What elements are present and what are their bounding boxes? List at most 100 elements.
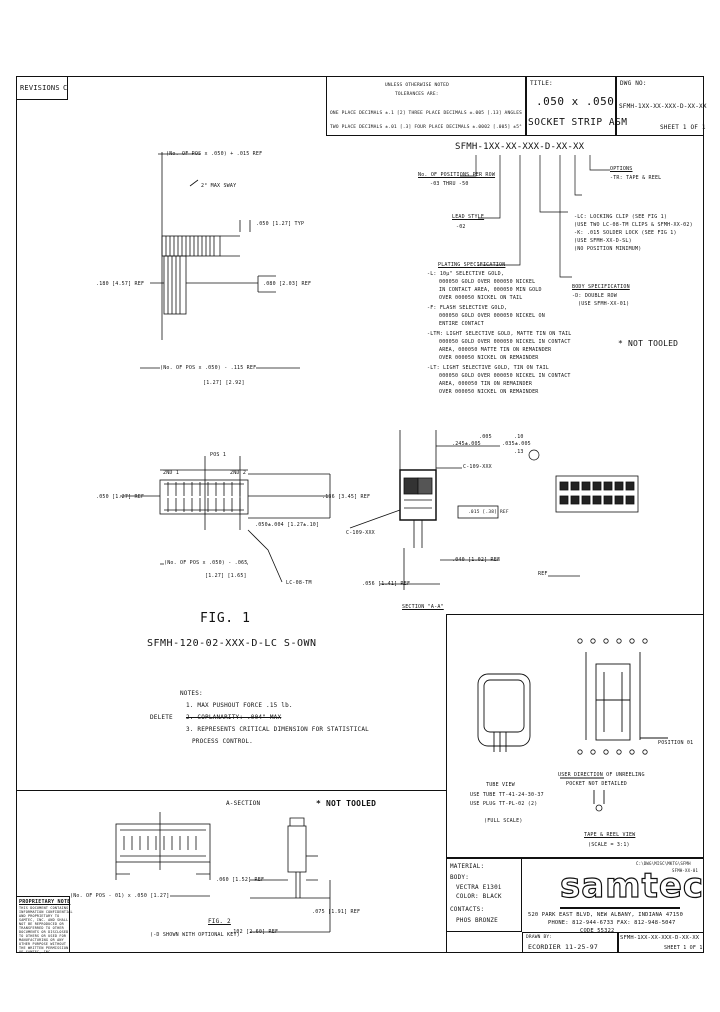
side-dim-bottom-mm: [1.27] [2.92] <box>203 380 245 386</box>
section-dim-bottom: .056 [1.41] REF <box>362 581 411 587</box>
note-1: 1. MAX PUSHOUT FORCE .15 lb. <box>186 702 293 709</box>
part-number-code: SFMH-1XX-XX-XXX-D-XX-XX <box>455 142 585 152</box>
tube-view-label: TUBE VIEW <box>486 782 515 788</box>
fig2-title: FIG. 2 <box>208 918 231 925</box>
side-dim-bottom: (No. OF POS x .050) - .115 REF <box>160 365 257 372</box>
fig2-dim-r3: .102 [2.60] REF <box>230 929 279 935</box>
top-label-1: 2ND 1 <box>163 470 180 476</box>
top-dim-bottom2-mm: [1.27] [1.65] <box>205 573 247 579</box>
not-tooled-note: * NOT TOOLED <box>618 339 679 348</box>
option-1: -LC: LOCKING CLIP (SEE FIG 1) <box>574 214 668 220</box>
tube-full-scale: (FULL SCALE) <box>484 818 523 824</box>
proprietary-line: TO OTHERS OR USED FOR <box>19 934 67 938</box>
plating-line: -L: 10μ" SELECTIVE GOLD, <box>427 271 505 277</box>
top-dim-bottom: .050±.004 [1.27±.10] <box>255 522 320 528</box>
material-col <box>446 858 522 932</box>
user-direction-label: USER DIRECTION OF UNREELING <box>558 772 645 778</box>
section-dim-5: .13 <box>514 449 524 455</box>
option-5: (NO POSITION MINIMUM) <box>574 246 642 252</box>
revisions-label: REVISIONS <box>20 84 60 92</box>
material-body-2: COLOR: BLACK <box>456 893 502 900</box>
section-pcb: .015 [.38] REF <box>468 510 509 515</box>
positions-range: -03 THRU -50 <box>430 181 469 187</box>
section-dim-1: .245±.005 <box>452 441 481 447</box>
fig2-dim-r2: .075 [1.91] REF <box>312 909 361 915</box>
plating-line: OVER 000050 NICKEL ON TAIL <box>439 295 523 301</box>
footer-dwg-box <box>618 932 704 953</box>
section-ref: REF <box>538 571 548 577</box>
tolerance-heading: UNLESS OTHERWISE NOTED <box>385 83 450 88</box>
title-line1: .050 x .050 <box>536 95 615 108</box>
material-body-1: VECTRA E130i <box>456 884 502 891</box>
proprietary-line: AND PROPRIETARY TO <box>19 914 60 918</box>
top-dim-bottom2: (No. OF POS x .050) - .065 <box>164 560 248 567</box>
tape-view-label: TAPE & REEL VIEW <box>584 832 636 838</box>
positions-label: No. OF POSITIONS PER ROW <box>418 172 496 178</box>
material-contacts: CONTACTS: <box>450 906 485 913</box>
plating-line: 000050 GOLD OVER 000050 NICKEL <box>439 279 536 285</box>
section-dim-2: .035±.005 <box>502 441 531 447</box>
title-line2: SOCKET STRIP ASM <box>528 117 628 128</box>
plating-line: ENTIRE CONTACT <box>439 321 484 327</box>
section-dim-3: .005 <box>479 434 492 440</box>
side-dim-right: .080 [2.03] REF <box>263 281 312 287</box>
plating-label: PLATING SPECIFICATION <box>438 262 506 268</box>
plating-line: -LTM: LIGHT SELECTIVE GOLD, MATTE TIN ON… <box>427 331 572 337</box>
revisions-value: C <box>63 84 68 92</box>
tolerance-sub: TOLERANCES ARE: <box>395 92 439 97</box>
proprietary-line: DOCUMENTS OR DISCLOSED <box>19 930 69 934</box>
tolerance-row1: ONE PLACE DECIMALS ±.1 [2] THREE PLACE D… <box>330 111 523 116</box>
plating-line: AREA, 000050 TIN ON REMAINDER <box>439 381 533 387</box>
material-contacts-1: PHOS BRONZE <box>456 917 498 924</box>
clip-label: LC-08-TM <box>286 580 312 586</box>
note-2: 2. COPLANARITY: .004" MAX <box>186 714 282 721</box>
drawn-by-box <box>522 932 618 953</box>
notes-heading: NOTES: <box>180 690 203 697</box>
drawn-by-value: ECORDIER 11-25-97 <box>528 943 598 951</box>
plating-line: 000050 GOLD OVER 000050 NICKEL ON <box>439 313 545 319</box>
proprietary-line: OF SAMTEC, INC. <box>19 950 53 954</box>
footer-sheet: SHEET 1 OF 1 <box>664 945 703 951</box>
options-label: OPTIONS <box>610 166 633 172</box>
option-4: (USE SFMH-XX-D-SL) <box>574 238 632 244</box>
section-dim-4: .10 <box>514 434 524 440</box>
dwg-label: DWG NO: <box>620 80 647 87</box>
proprietary-line: THE WRITTEN PERMISSION <box>19 946 69 950</box>
tape-reel-panel <box>446 614 704 858</box>
side-dim-height: .180 [4.57] REF <box>96 281 145 287</box>
top-label-2: POS 1 <box>210 452 227 458</box>
proprietary-line: SAMTEC, INC. AND SHALL <box>19 918 69 922</box>
position-01-label: POSITION 01 <box>658 740 694 746</box>
proprietary-line: OTHER PURPOSE WITHOUT <box>19 942 67 946</box>
pocket-label: POCKET NOT DETAILED <box>566 781 627 787</box>
proprietary-line: MANUFACTURING OR ANY <box>19 938 64 942</box>
fig2-not-tooled: * NOT TOOLED <box>316 799 377 808</box>
proprietary-line: THIS DOCUMENT CONTAINS <box>19 906 69 910</box>
material-label: MATERIAL: <box>450 863 485 870</box>
proprietary-line: TRANSFERRED TO OTHER <box>19 926 64 930</box>
option-3: -K: .015 SOLDER LOCK (SEE FIG 1) <box>574 230 677 236</box>
plating-line: -LT: LIGHT SELECTIVE GOLD, TIN ON TAIL <box>427 365 549 371</box>
fig2-divider <box>16 790 446 791</box>
title-label: TITLE: <box>530 80 553 87</box>
company-note-2: SFMH-XX-01 <box>672 868 699 873</box>
proprietary-box <box>16 896 70 953</box>
tube-use-1: USE TUBE TT-41-24-30-37 <box>470 792 544 798</box>
fig2-dim-left: (No. OF POS - 01) x .050 [1.27] <box>70 893 170 900</box>
body-spec-0: -D: DOUBLE ROW <box>572 293 617 299</box>
section-c-label-2: C-109-XXX <box>346 530 375 536</box>
tolerance-box <box>326 76 526 136</box>
proprietary-heading: PROPRIETARY NOTE <box>19 899 71 905</box>
company-address: 520 PARK EAST BLVD, NEW ALBANY, INDIANA … <box>528 912 684 918</box>
company-phone: PHONE: 812-944-6733 FAX: 812-948-5047 <box>548 920 676 926</box>
footer-dwg-number: SFMH-1XX-XX-XXX-D-XX-XX <box>620 935 700 941</box>
revisions-box <box>16 76 68 100</box>
option-0: -TR: TAPE & REEL <box>610 175 662 181</box>
plating-line: -F: FLASH SELECTIVE GOLD, <box>427 305 508 311</box>
option-2: (USE TWO LC-08-TM CLIPS & SFMH-XX-02) <box>574 222 693 228</box>
lead-style-label: LEAD STYLE <box>452 214 485 220</box>
section-title: SECTION "A-A" <box>402 604 444 610</box>
fig2-caption: (-D SHOWN WITH OPTIONAL KEY) <box>150 932 240 938</box>
top-dim-left: .050 [1.27] REF <box>96 494 145 500</box>
plating-line: IN CONTACT AREA, 000050 MIN GOLD <box>439 287 542 293</box>
